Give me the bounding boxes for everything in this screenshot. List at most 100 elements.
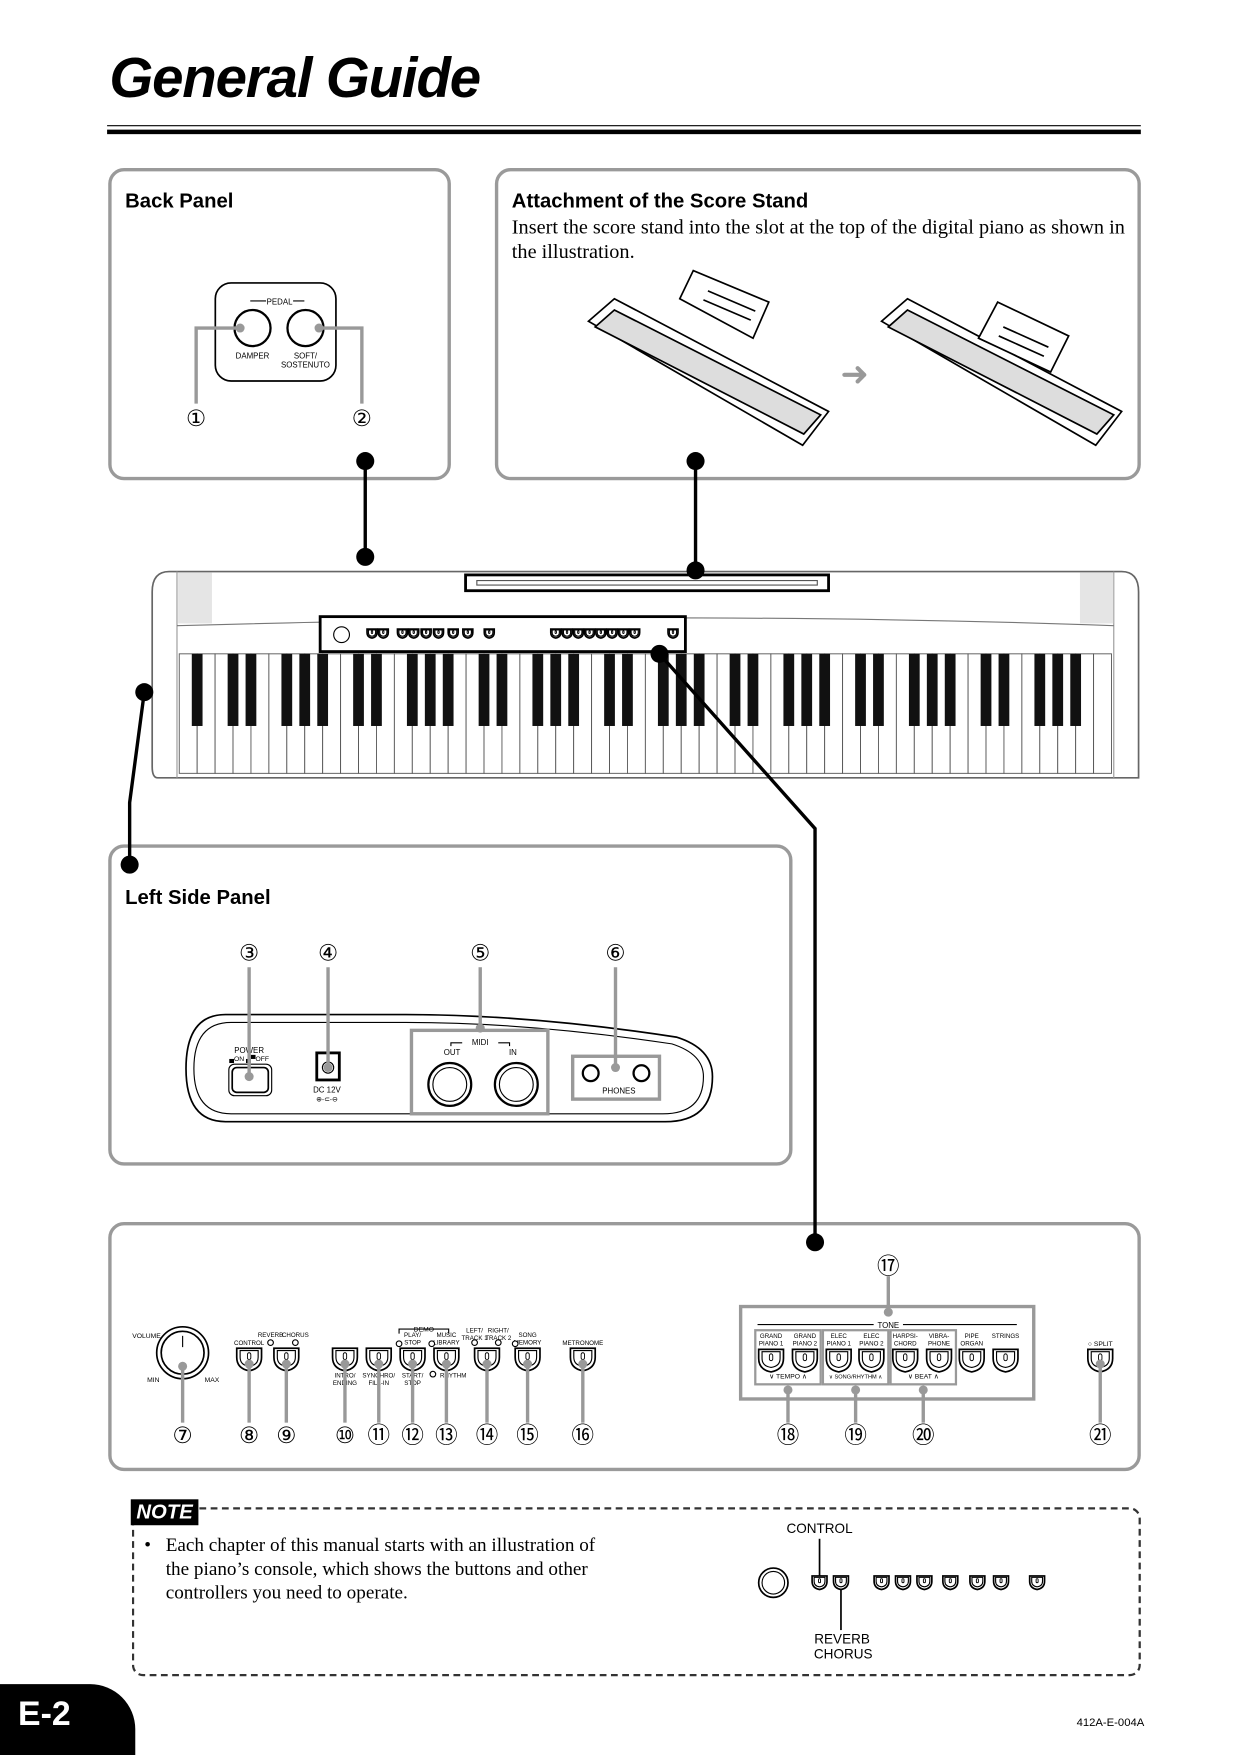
black-key [747,653,759,726]
console-illustration: VOLUME MIN MAX DEMO TONE ∨ TEMPO ∧ ∨ SON… [132,1254,1114,1448]
score-stand-title: Attachment of the Score Stand [511,189,809,212]
mini-button [617,628,630,639]
callout-10: ⑩ [335,1423,355,1448]
midi-out-label: OUT [444,1048,461,1057]
black-key [604,653,615,726]
back-panel-box [108,167,451,481]
black-key [281,653,293,726]
title-rule-thin [107,125,1141,127]
note-mini-button [969,1575,986,1591]
dc-label: DC 12V [313,1085,341,1094]
black-key [406,653,418,726]
mini-button [396,628,409,639]
callout-8: ⑧ [239,1423,259,1448]
callout-11: ⑪ [367,1423,390,1448]
indicator-label: RIGHT/TRACK 2 [485,1327,512,1341]
mini-button [667,628,679,639]
piano-before-illustration [587,269,830,447]
black-key [478,653,490,726]
volume-min-label: MIN [147,1377,159,1384]
note-mini-button [832,1575,850,1591]
note-mini-button [992,1575,1010,1591]
left-side-panel-title: Left Side Panel [125,886,271,909]
callout-21: ㉑ [1089,1423,1112,1448]
black-key [998,653,1010,726]
tone-button [825,1348,852,1373]
mini-button [432,628,445,639]
phones-jack-2 [632,1064,651,1083]
led-indicator [429,1370,437,1378]
black-key [926,653,938,726]
split-label: ○ SPLIT [1088,1341,1113,1348]
tone-button [891,1348,919,1373]
tone-button [958,1348,985,1373]
black-key [568,653,580,726]
callout-20: ⑳ [912,1423,935,1448]
button-label-top: PLAY/STOP [404,1332,421,1346]
midi-label: MIDI [472,1038,489,1047]
note-mini-button [942,1575,959,1591]
page-number: E-2 [18,1695,71,1733]
left-side-panel-box [108,844,793,1166]
pedal-label: PEDAL [267,297,293,306]
polarity-label: ⊕-⊂-⊖ [316,1096,338,1103]
callout-19: ⑲ [844,1423,867,1448]
demo-label: DEMO [414,1326,434,1333]
note-mini-button [1028,1575,1046,1591]
black-key [245,653,257,726]
mini-button [628,628,641,639]
note-chorus-label: CHORUS [814,1646,873,1661]
side-panel-illustration: POWER ▄ON ▄▀OFF DC 12V ⊕-⊂-⊖ MIDI OUT IN… [185,940,714,1123]
soft-label: SOFT/ [294,351,318,360]
led-indicator [395,1340,403,1348]
connector-dots [120,452,825,1252]
callout-2: ② [352,406,372,431]
black-key [496,653,508,726]
black-key [1070,653,1082,726]
pedal-jack-panel: PEDAL DAMPER SOFT/ SOSTENUTO ① ② [186,282,372,431]
black-key [729,653,741,726]
mini-button [572,628,585,639]
black-key [693,653,705,726]
callout-12: ⑫ [401,1423,424,1448]
mini-button [483,628,496,639]
callout-7: ⑦ [173,1423,193,1448]
note-box [131,1507,1141,1677]
black-key [550,653,562,726]
callout-4: ④ [318,940,338,965]
note-control-label: CONTROL [787,1521,854,1536]
indicator-label: REVERB [258,1332,283,1339]
beat-label: ∨ BEAT ∧ [908,1374,939,1381]
black-key [908,653,920,726]
black-key [855,653,866,726]
mini-button [407,628,420,639]
tone-button [992,1348,1019,1373]
callout-1: ① [186,406,206,431]
midi-in-label: IN [509,1048,517,1057]
black-key [371,653,382,726]
callout-16: ⑯ [572,1423,595,1448]
back-panel-title: Back Panel [125,189,234,212]
callout-3: ③ [239,940,259,965]
callout-6: ⑥ [605,940,625,965]
black-key [819,653,831,726]
keyboard [178,653,1112,774]
led-indicator [428,1340,436,1348]
black-key [1034,653,1046,726]
callout-15: ⑮ [516,1423,539,1448]
midi-in-port [493,1061,539,1108]
arrow-right-icon: ➜ [840,356,868,394]
button-label-bottom: RHYTHM [440,1373,466,1380]
black-key [442,653,454,726]
tone-label: TONE [877,1321,899,1330]
black-key [424,653,436,726]
piano-after-illustration [880,297,1123,447]
callout-13: ⑬ [435,1423,458,1448]
black-key [299,653,311,726]
black-key [944,653,956,726]
mini-button [549,628,562,639]
